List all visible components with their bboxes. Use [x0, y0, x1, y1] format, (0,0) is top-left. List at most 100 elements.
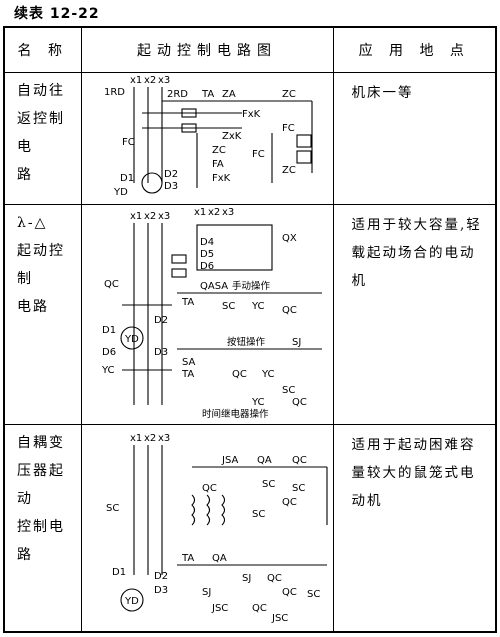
svg-text:QC: QC [202, 483, 217, 494]
note-manual: 手动操作 [232, 280, 271, 292]
svg-text:D3: D3 [154, 347, 168, 358]
svg-text:D3: D3 [164, 181, 178, 192]
row1-name: 自动往 返控制电 路 [3, 72, 82, 205]
table-row: 自动往 返控制电 路 1RD x1 x2 x3 2RD TA ZA ZC FxK… [3, 72, 497, 205]
circuit-table: 名 称 起动控制电路图 应 用 地 点 自动往 返控制电 路 1RD x1 x2… [3, 26, 497, 633]
motor-label: YD [113, 187, 128, 198]
header-diagram: 起动控制电路图 [80, 26, 334, 74]
svg-text:D1: D1 [120, 173, 134, 184]
svg-text:x2: x2 [144, 433, 156, 444]
svg-text:QC: QC [282, 587, 297, 598]
svg-text:SJ: SJ [292, 337, 301, 348]
svg-text:x3: x3 [158, 433, 170, 444]
svg-text:2RD: 2RD [167, 89, 188, 100]
svg-text:SC: SC [307, 589, 320, 600]
row3-application: 适用于起动困难容量较大的鼠笼式电动机 [332, 423, 497, 633]
label-1rd: 1RD [104, 87, 125, 98]
svg-text:SC: SC [292, 483, 305, 494]
svg-text:D5: D5 [200, 249, 214, 260]
reversing-control-diagram: 1RD x1 x2 x3 2RD TA ZA ZC FxK FC FC ZxK … [104, 75, 313, 198]
svg-text:ZA: ZA [222, 89, 236, 100]
svg-text:QA: QA [212, 553, 227, 564]
svg-text:D2: D2 [164, 169, 178, 180]
svg-text:QC: QC [292, 455, 307, 466]
svg-text:D6: D6 [200, 261, 214, 272]
svg-text:D1: D1 [112, 567, 126, 578]
note-button: 按钮操作 [227, 336, 266, 348]
svg-text:x1: x1 [130, 75, 142, 86]
header-name: 名 称 [3, 26, 82, 74]
svg-text:SA: SA [182, 357, 196, 368]
svg-text:x2: x2 [144, 75, 156, 86]
svg-text:JSC: JSC [271, 613, 288, 624]
svg-text:QC: QC [232, 369, 247, 380]
table-row: 自耦变 压器起动 控制电路 x1 x2 x3 JSA QA QC QC SC S… [3, 423, 497, 633]
svg-text:FC: FC [252, 149, 265, 160]
autotransformer-diagram: x1 x2 x3 JSA QA QC QC SC SC QC SC SC TA … [106, 433, 328, 624]
svg-text:YC: YC [261, 369, 275, 380]
row2-application: 适用于较大容量,轻载起动场合的电动机 [332, 203, 497, 425]
svg-text:QC: QC [267, 573, 282, 584]
motor-label: YD [124, 334, 139, 345]
svg-text:x3: x3 [222, 207, 234, 218]
svg-text:QC: QC [282, 305, 297, 316]
svg-text:SC: SC [252, 509, 265, 520]
svg-text:x1: x1 [130, 211, 142, 222]
svg-text:FxK: FxK [242, 109, 261, 120]
header-row: 名 称 起动控制电路图 应 用 地 点 [3, 26, 497, 74]
row2-name: λ-△ 起动控制 电路 [3, 203, 82, 425]
svg-text:SC: SC [282, 385, 295, 396]
note-timer: 时间继电器操作 [202, 408, 269, 420]
svg-text:YC: YC [101, 365, 115, 376]
svg-text:QC: QC [252, 603, 267, 614]
row1-application: 机床一等 [332, 72, 497, 205]
svg-text:D1: D1 [102, 325, 116, 336]
row2-diagram: x1 x2 x3 x1 x2 x3 QX D4 D5 D6 QC QASA 手动… [80, 203, 334, 425]
svg-text:x3: x3 [158, 75, 170, 86]
svg-text:D3: D3 [154, 585, 168, 596]
svg-text:D6: D6 [102, 347, 116, 358]
table-row: λ-△ 起动控制 电路 x1 x2 x3 x1 x2 x3 QX D4 D5 D… [3, 203, 497, 425]
svg-text:QASA: QASA [200, 281, 228, 292]
svg-text:x2: x2 [208, 207, 220, 218]
svg-text:JSA: JSA [221, 455, 238, 466]
table-caption: 续表 12-22 [14, 6, 100, 22]
svg-text:FA: FA [212, 159, 224, 170]
row1-diagram: 1RD x1 x2 x3 2RD TA ZA ZC FxK FC FC ZxK … [80, 72, 334, 205]
svg-text:FxK: FxK [212, 173, 231, 184]
header-application: 应 用 地 点 [332, 26, 497, 74]
svg-text:YC: YC [251, 301, 265, 312]
star-delta-diagram: x1 x2 x3 x1 x2 x3 QX D4 D5 D6 QC QASA 手动… [101, 207, 322, 420]
svg-text:ZC: ZC [212, 145, 226, 156]
svg-text:ZC: ZC [282, 89, 296, 100]
svg-text:QC: QC [104, 279, 119, 290]
motor-label: YD [124, 596, 139, 607]
svg-text:x1: x1 [194, 207, 206, 218]
svg-text:x2: x2 [144, 211, 156, 222]
svg-text:FC: FC [122, 137, 135, 148]
svg-text:TA: TA [201, 89, 214, 100]
svg-text:SJ: SJ [242, 573, 251, 584]
svg-text:TA: TA [181, 297, 194, 308]
svg-text:D2: D2 [154, 315, 168, 326]
svg-text:TA: TA [181, 553, 194, 564]
svg-text:SC: SC [106, 503, 119, 514]
svg-text:D2: D2 [154, 571, 168, 582]
svg-text:SC: SC [262, 479, 275, 490]
row3-diagram: x1 x2 x3 JSA QA QC QC SC SC QC SC SC TA … [80, 423, 334, 633]
row3-name: 自耦变 压器起动 控制电路 [3, 423, 82, 633]
svg-text:JSC: JSC [211, 603, 228, 614]
svg-text:QA: QA [257, 455, 272, 466]
svg-text:ZxK: ZxK [222, 131, 242, 142]
svg-text:QX: QX [282, 233, 297, 244]
svg-text:YC: YC [251, 397, 265, 408]
svg-text:SC: SC [222, 301, 235, 312]
svg-text:SJ: SJ [202, 587, 211, 598]
svg-text:QC: QC [292, 397, 307, 408]
svg-text:QC: QC [282, 497, 297, 508]
svg-text:ZC: ZC [282, 165, 296, 176]
svg-text:x1: x1 [130, 433, 142, 444]
svg-text:FC: FC [282, 123, 295, 134]
svg-text:x3: x3 [158, 211, 170, 222]
svg-text:D4: D4 [200, 237, 214, 248]
